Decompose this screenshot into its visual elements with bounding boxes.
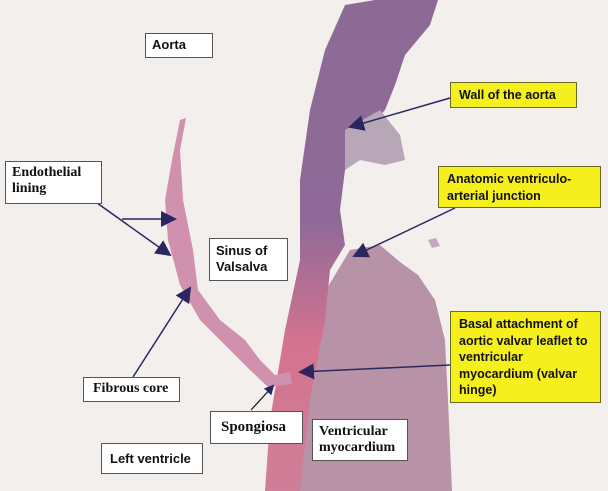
label-ventriculo-arterial-junction: Anatomic ventriculo-arterial junction	[438, 166, 601, 208]
label-wall-of-aorta: Wall of the aorta	[450, 82, 577, 108]
wall-aorta-arrow	[348, 97, 451, 131]
basal-attachment-arrow	[298, 363, 451, 380]
label-spongiosa: Spongiosa	[210, 411, 303, 444]
label-sinus-of-valsalva: Sinus of Valsalva	[209, 238, 288, 281]
label-ventricular-myocardium: Ventricular myocardium	[312, 419, 408, 461]
valve-leaflet-tissue	[165, 118, 292, 387]
fibrous-core-arrow	[132, 286, 192, 378]
vaj-arrow	[352, 207, 456, 258]
label-aorta: Aorta	[145, 33, 213, 58]
label-endothelial-lining: Endothelial lining	[5, 161, 102, 204]
label-fibrous-core: Fibrous core	[83, 377, 180, 402]
spongiosa-arrow	[250, 384, 275, 411]
label-left-ventricle: Left ventricle	[101, 443, 203, 474]
endothelial-arrow-1	[96, 202, 172, 257]
label-basal-attachment: Basal attachment of aortic valvar leafle…	[450, 311, 601, 403]
